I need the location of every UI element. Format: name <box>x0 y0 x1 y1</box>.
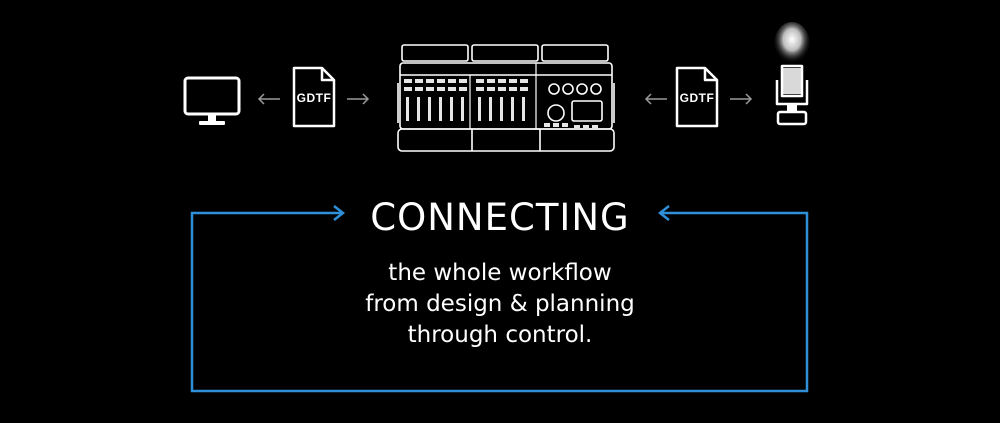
right-to-fixture-arrow <box>730 93 753 105</box>
monitor-icon <box>183 76 241 125</box>
right-to-console-arrow <box>347 93 370 105</box>
gdtf-label-left: GDTF <box>297 91 332 105</box>
subtitle-line-1: the whole workflow <box>388 260 612 286</box>
subtitle-line-2: from design & planning <box>365 291 635 317</box>
lighting-console-icon <box>397 44 615 152</box>
gdtf-file-icon-right: GDTF <box>675 66 719 128</box>
gdtf-label-right: GDTF <box>680 91 715 105</box>
subtitle-line-3: through control. <box>407 322 593 348</box>
headline: CONNECTING <box>370 196 630 239</box>
workflow-loop <box>190 205 809 393</box>
subtitle: the whole workflow from design & plannin… <box>300 258 700 351</box>
gdtf-file-icon-left: GDTF <box>292 66 336 128</box>
moving-head-fixture-icon <box>774 22 810 126</box>
left-to-console-arrow <box>644 93 667 105</box>
left-to-monitor-arrow <box>257 93 280 105</box>
